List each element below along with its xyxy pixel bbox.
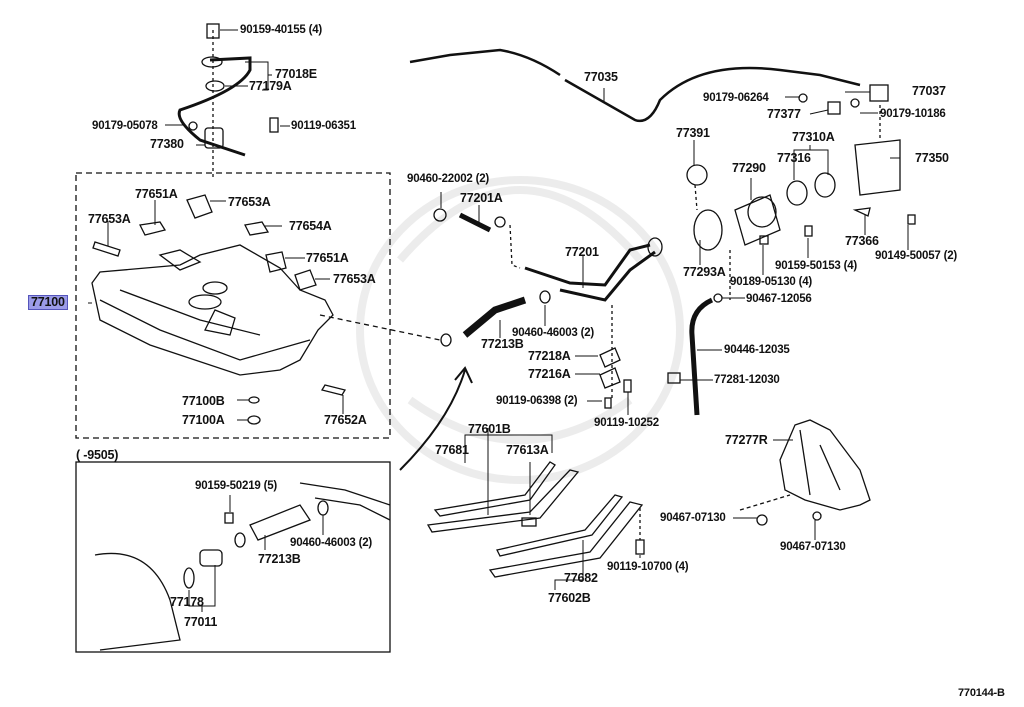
part-label-90467-07130-left[interactable]: 90467-07130 xyxy=(660,512,726,524)
part-label-77391[interactable]: 77391 xyxy=(676,126,710,140)
part-label-77018E[interactable]: 77018E xyxy=(275,67,317,81)
part-label-77216A[interactable]: 77216A xyxy=(528,367,571,381)
diagram-reference-code: 770144-B xyxy=(958,687,1005,699)
breather-hose-90446-12035 xyxy=(667,293,723,416)
part-label-77653A-2[interactable]: 77653A xyxy=(88,212,131,226)
part-label-77366[interactable]: 77366 xyxy=(845,234,879,248)
part-label-90159-40155[interactable]: 90159-40155 (4) xyxy=(240,24,323,36)
part-label-77100B[interactable]: 77100B xyxy=(182,394,225,408)
part-label-90179-05078[interactable]: 90179-05078 xyxy=(92,120,158,132)
fuel-tank-protector-77277R xyxy=(739,419,871,526)
part-label-77218A[interactable]: 77218A xyxy=(528,349,571,363)
part-label-77035[interactable]: 77035 xyxy=(584,70,618,84)
part-label-90460-22002[interactable]: 90460-22002 (2) xyxy=(407,173,490,185)
part-label-90159-50153[interactable]: 90159-50153 (4) xyxy=(775,260,858,272)
part-label-77037[interactable]: 77037 xyxy=(912,84,946,98)
part-label-77290[interactable]: 77290 xyxy=(732,161,766,175)
inset-to-tube-arrow xyxy=(399,366,473,471)
part-label-77601B[interactable]: 77601B xyxy=(468,422,511,436)
part-label-90119-10700[interactable]: 90119-10700 (4) xyxy=(607,561,689,573)
part-label-90119-06351[interactable]: 90119-06351 xyxy=(291,120,356,132)
fuel-tank-77100 xyxy=(91,244,334,376)
part-label-77179A[interactable]: 77179A xyxy=(249,79,292,93)
part-label-77213B[interactable]: 77213B xyxy=(481,337,524,351)
part-label-77682[interactable]: 77682 xyxy=(564,571,598,585)
part-label-77100A[interactable]: 77100A xyxy=(182,413,225,427)
part-label-77350[interactable]: 77350 xyxy=(915,151,949,165)
part-label-77652A[interactable]: 77652A xyxy=(324,413,367,427)
part-label-77201A[interactable]: 77201A xyxy=(460,191,503,205)
part-label-90179-06264[interactable]: 90179-06264 xyxy=(703,92,769,104)
part-label-90467-07130-bottom[interactable]: 90467-07130 xyxy=(780,541,846,553)
fuel-lid-cable-77035 xyxy=(409,48,861,123)
fuel-tank-group-box xyxy=(75,172,391,439)
part-label-90189-05130[interactable]: 90189-05130 (4) xyxy=(730,276,813,288)
part-label-90119-06398[interactable]: 90119-06398 (2) xyxy=(496,395,578,407)
inset-part-label-77213B[interactable]: 77213B xyxy=(258,552,301,566)
part-label-90460-46003[interactable]: 90460-46003 (2) xyxy=(512,327,595,339)
part-label-90467-12056[interactable]: 90467-12056 xyxy=(746,293,812,305)
part-label-77310A[interactable]: 77310A xyxy=(792,130,835,144)
inset-date-range-note: ( -9505) xyxy=(76,448,119,462)
watermark-emblem xyxy=(356,176,684,484)
part-label-77293A[interactable]: 77293A xyxy=(683,265,726,279)
inset-part-label-77178[interactable]: 77178 xyxy=(170,595,204,609)
breather-tube-77018E xyxy=(177,23,279,180)
part-label-77277R[interactable]: 77277R xyxy=(725,433,768,447)
part-label-90119-10252[interactable]: 90119-10252 xyxy=(594,417,659,429)
part-label-77380[interactable]: 77380 xyxy=(150,137,184,151)
leader-lines xyxy=(88,29,909,612)
part-label-77316[interactable]: 77316 xyxy=(777,151,811,165)
early-model-inset-box xyxy=(75,461,391,653)
part-label-90446-12035[interactable]: 90446-12035 xyxy=(724,344,790,356)
part-label-77377[interactable]: 77377 xyxy=(767,107,801,121)
part-label-77281-12030[interactable]: 77281-12030 xyxy=(714,374,780,386)
part-label-77653A-1[interactable]: 77653A xyxy=(228,195,271,209)
part-label-77613A[interactable]: 77613A xyxy=(506,443,549,457)
part-label-77100-highlighted[interactable]: 77100 xyxy=(28,295,68,310)
part-label-90149-50057[interactable]: 90149-50057 (2) xyxy=(875,250,958,262)
part-label-77681[interactable]: 77681 xyxy=(435,443,469,457)
inset-part-label-77011[interactable]: 77011 xyxy=(184,615,218,629)
part-label-90179-10186[interactable]: 90179-10186 xyxy=(880,108,946,120)
fuel-filler-pipe-77201 xyxy=(433,208,663,409)
part-label-77653A-3[interactable]: 77653A xyxy=(333,272,376,286)
inset-part-label-90159-50219[interactable]: 90159-50219 (5) xyxy=(195,480,278,492)
part-label-77654A[interactable]: 77654A xyxy=(289,219,332,233)
inset-part-label-90460-46003[interactable]: 90460-46003 (2) xyxy=(290,537,373,549)
tank-pads xyxy=(92,194,347,425)
fuel-door-parts xyxy=(686,84,916,300)
part-label-77651A-1[interactable]: 77651A xyxy=(135,187,178,201)
part-label-77201[interactable]: 77201 xyxy=(565,245,599,259)
inset-filler-connection xyxy=(94,482,391,651)
part-label-77602B[interactable]: 77602B xyxy=(548,591,591,605)
part-label-77651A-2[interactable]: 77651A xyxy=(306,251,349,265)
